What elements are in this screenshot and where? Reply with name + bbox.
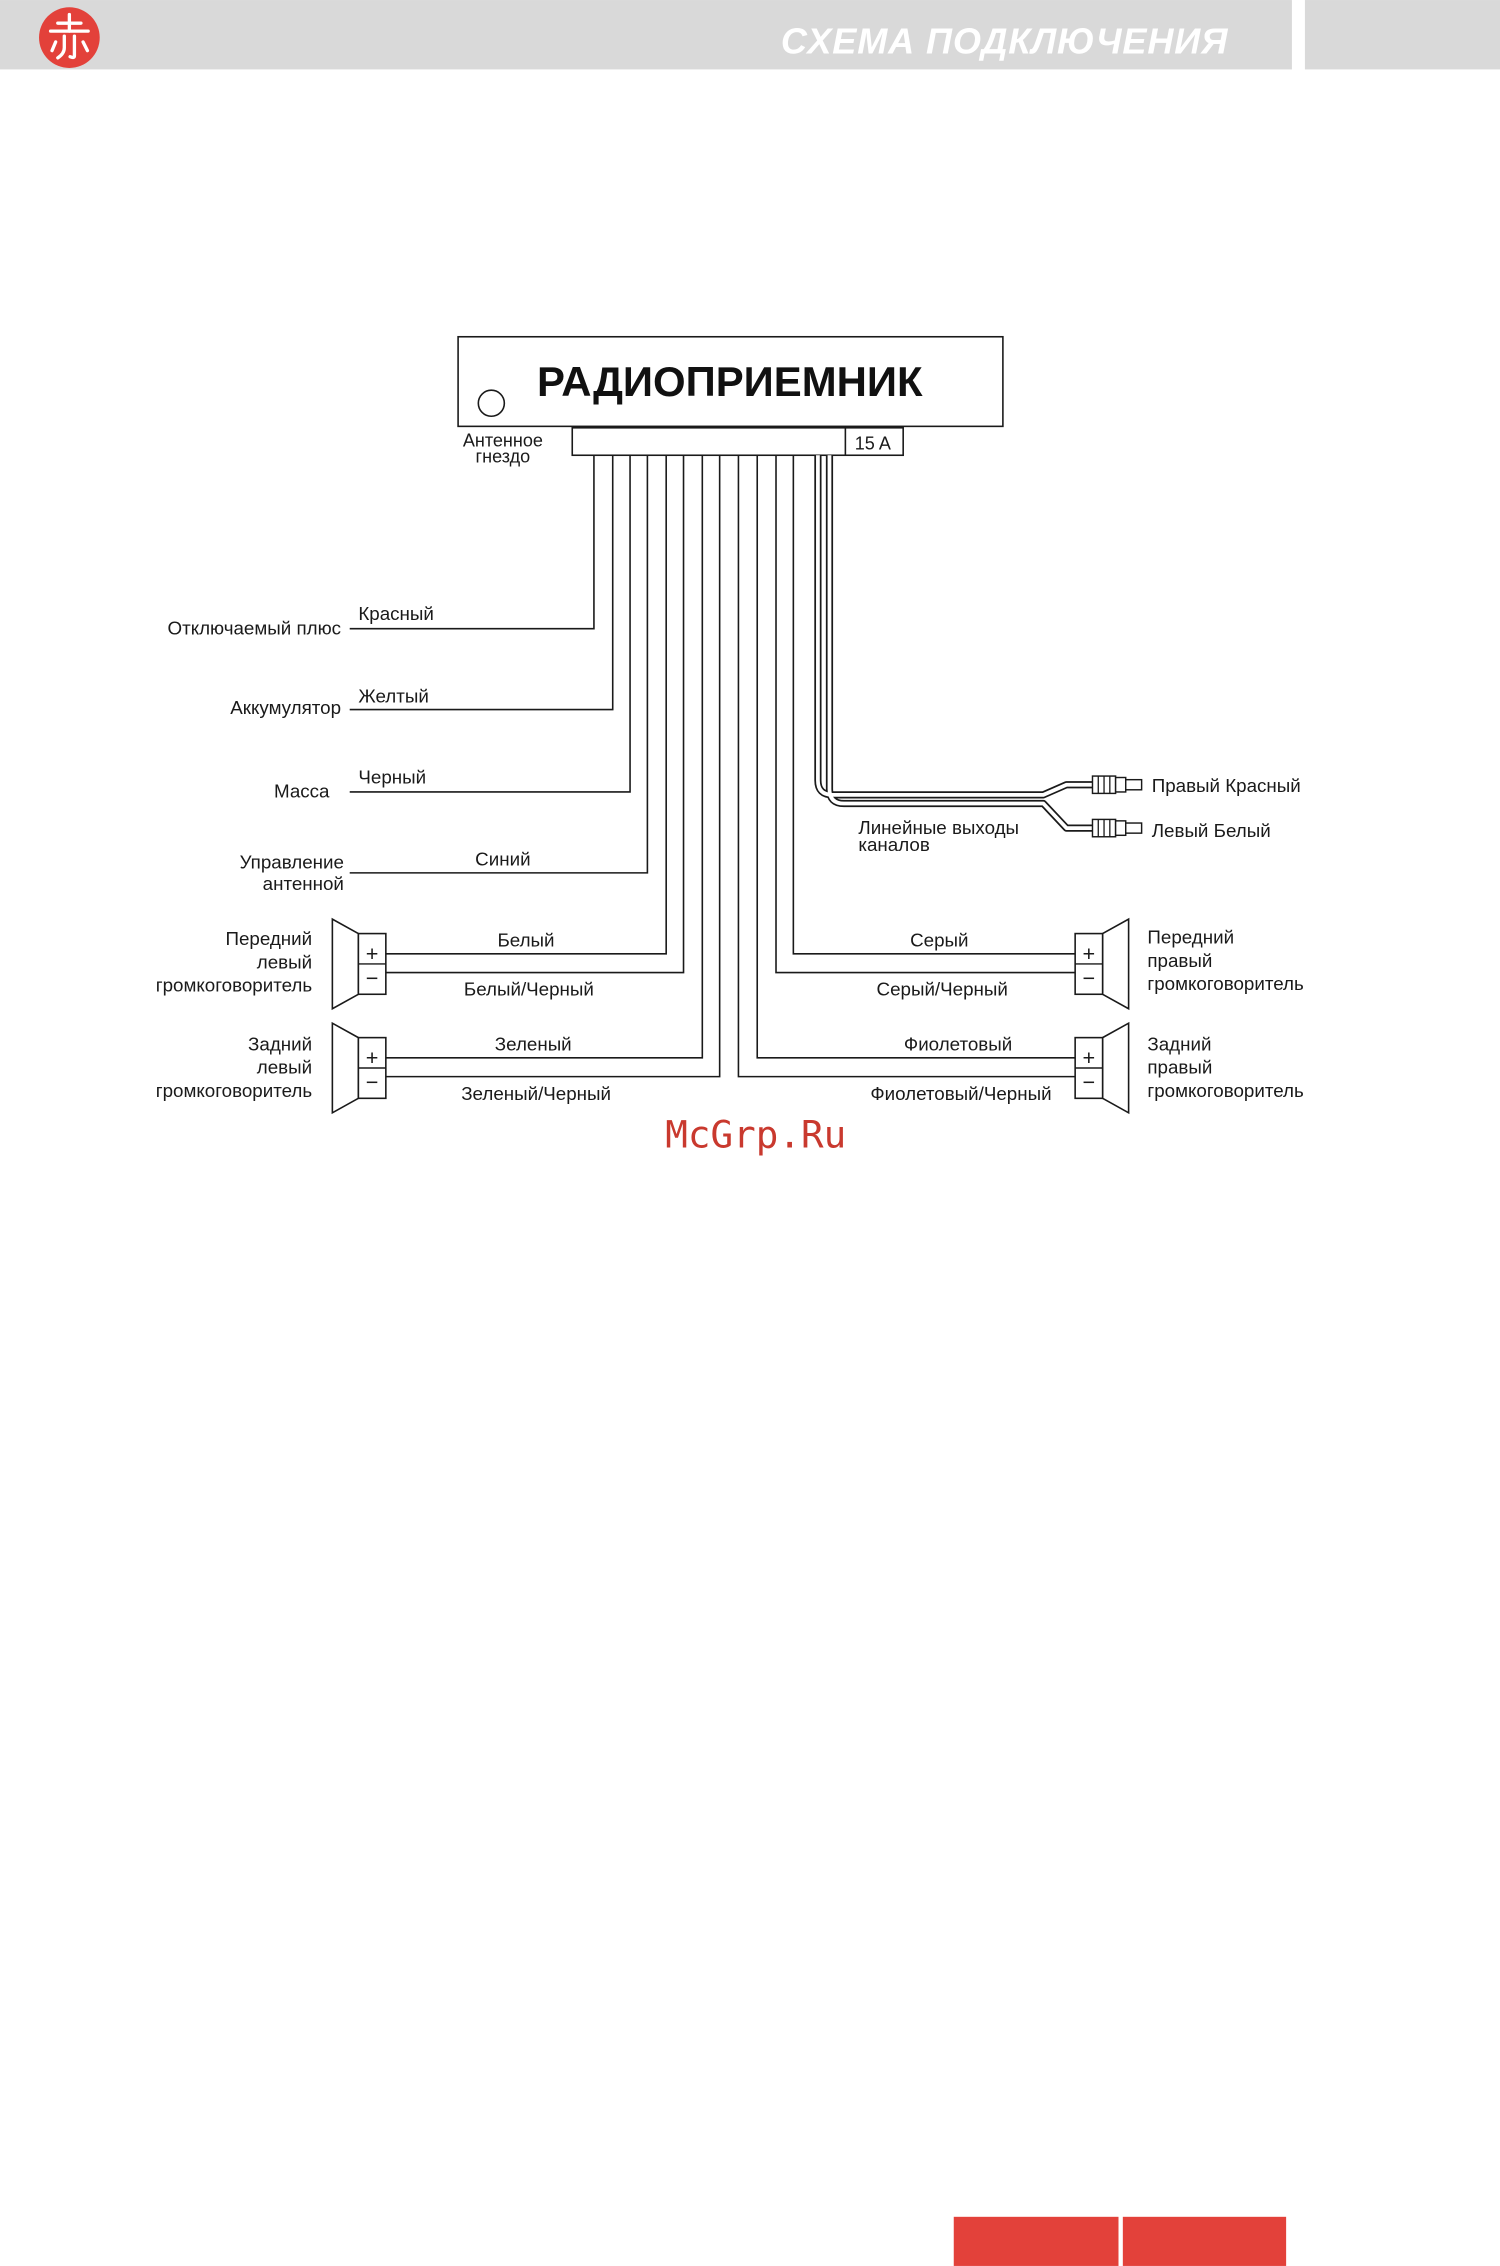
cable-right-channel: [814, 455, 1094, 799]
speaker-icon: [331, 1021, 360, 1115]
speaker-rear-right: + − Задний правый громкоговоритель: [1074, 1021, 1304, 1115]
head-unit-label: РАДИОПРИЕМНИК: [537, 358, 923, 405]
speaker-label: громкоговоритель: [156, 1080, 312, 1101]
minus-terminal: −: [366, 1070, 379, 1095]
speaker-wires: Белый Белый/Черный Зеленый Зеленый/Черны…: [385, 455, 1076, 1104]
speaker-icon: [1101, 917, 1130, 1011]
wire-color-label: Черный: [358, 766, 426, 787]
power-wires: Отключаемый плюс Красный Аккумулятор Жел…: [168, 455, 649, 894]
fuse-label: 15 A: [855, 433, 891, 453]
line-out-label: Линейные выходы: [858, 817, 1019, 838]
speaker-label: Передний: [225, 928, 312, 949]
header: СХЕМА ПОДКЛЮЧЕНИЯ: [0, 0, 1500, 70]
antenna-socket-label: Антенное: [463, 431, 543, 451]
rca-plug-icon: [1091, 775, 1143, 795]
footer-tab: [953, 2216, 1119, 2266]
antenna-socket-label: гнездо: [476, 446, 531, 466]
speaker-label: громкоговоритель: [156, 974, 312, 995]
wire-ground: [349, 455, 631, 793]
wire-rear-right-plus: [756, 455, 1076, 1059]
line-out-left-label: Левый Белый: [1152, 820, 1271, 841]
wire-rear-right-minus: [737, 455, 1076, 1078]
wire-color-label: Зеленый/Черный: [461, 1083, 611, 1104]
watermark: McGrp.Ru: [665, 1112, 846, 1156]
wire-front-right-plus: [792, 455, 1076, 955]
function-label: антенной: [263, 873, 344, 894]
speaker-label: громкоговоритель: [1147, 973, 1303, 994]
speaker-icon: [331, 917, 360, 1011]
header-bar-end: [1304, 0, 1500, 70]
function-label: Отключаемый плюс: [168, 617, 342, 638]
wire-rear-left-plus: [385, 455, 704, 1059]
head-unit-knob: [477, 389, 506, 418]
footer-tabs: [953, 2216, 1287, 2266]
speaker-label: левый: [257, 951, 312, 972]
wire-switched-plus: [349, 455, 595, 630]
wire-color-label: Белый/Черный: [464, 979, 594, 1000]
wire-front-right-minus: [775, 455, 1076, 974]
wire-antenna-control: [349, 455, 649, 874]
wire-front-left-plus: [385, 455, 667, 955]
head-unit: РАДИОПРИЕМНИК 15 A Антенное гнездо: [457, 335, 1004, 466]
minus-terminal: −: [1083, 966, 1096, 991]
wire-color-label: Красный: [358, 603, 434, 624]
function-label: Масса: [274, 781, 330, 802]
cable-left-channel: [827, 455, 1094, 830]
speaker-label: Задний: [1147, 1034, 1211, 1055]
wire-color-label: Белый: [497, 930, 554, 951]
footer-tab: [1122, 2216, 1287, 2266]
line-out-right-label: Правый Красный: [1152, 775, 1301, 796]
speaker-label: громкоговоритель: [1147, 1080, 1303, 1101]
rca-plug-icon: [1091, 818, 1143, 838]
header-bar: [0, 0, 1292, 70]
wire-rear-left-minus: [385, 455, 721, 1078]
plus-terminal: +: [366, 1045, 379, 1070]
speaker-icon: [1101, 1021, 1130, 1115]
speaker-front-right: + − Передний правый громкоговоритель: [1074, 917, 1304, 1011]
wire-front-left-minus: [385, 455, 685, 974]
speaker-rear-left: + − Задний левый громкоговоритель: [156, 1021, 387, 1115]
speaker-label: правый: [1147, 950, 1212, 971]
line-out-label: каналов: [858, 834, 929, 855]
minus-terminal: −: [366, 966, 379, 991]
plus-terminal: +: [1083, 1045, 1096, 1070]
plus-terminal: +: [366, 941, 379, 966]
minus-terminal: −: [1083, 1070, 1096, 1095]
wire-color-label: Серый/Черный: [877, 979, 1008, 1000]
wire-color-label: Серый: [910, 930, 968, 951]
speaker-front-left: + − Передний левый громкоговоритель: [156, 917, 387, 1011]
plus-terminal: +: [1083, 941, 1096, 966]
speaker-label: правый: [1147, 1057, 1212, 1078]
wire-color-label: Желтый: [358, 685, 428, 706]
line-outputs: Правый Красный Левый Белый Линейные выхо…: [814, 455, 1301, 855]
wire-color-label: Фиолетовый: [904, 1034, 1012, 1055]
cable-left-channel: [825, 455, 1094, 832]
head-unit-body: [457, 335, 1004, 428]
speaker-label: Задний: [248, 1034, 312, 1055]
cable-right-channel: [816, 455, 1094, 797]
wire-battery: [349, 455, 614, 711]
speaker-label: левый: [257, 1057, 312, 1078]
logo-icon: [39, 7, 100, 68]
function-label: Аккумулятор: [230, 697, 341, 718]
wire-color-label: Фиолетовый/Черный: [870, 1083, 1051, 1104]
connector-strip: [571, 427, 904, 457]
wire-color-label: Синий: [475, 849, 530, 870]
page-title: СХЕМА ПОДКЛЮЧЕНИЯ: [781, 21, 1228, 62]
speaker-label: Передний: [1147, 927, 1234, 948]
function-label: Управление: [240, 852, 344, 873]
wire-color-label: Зеленый: [495, 1034, 572, 1055]
